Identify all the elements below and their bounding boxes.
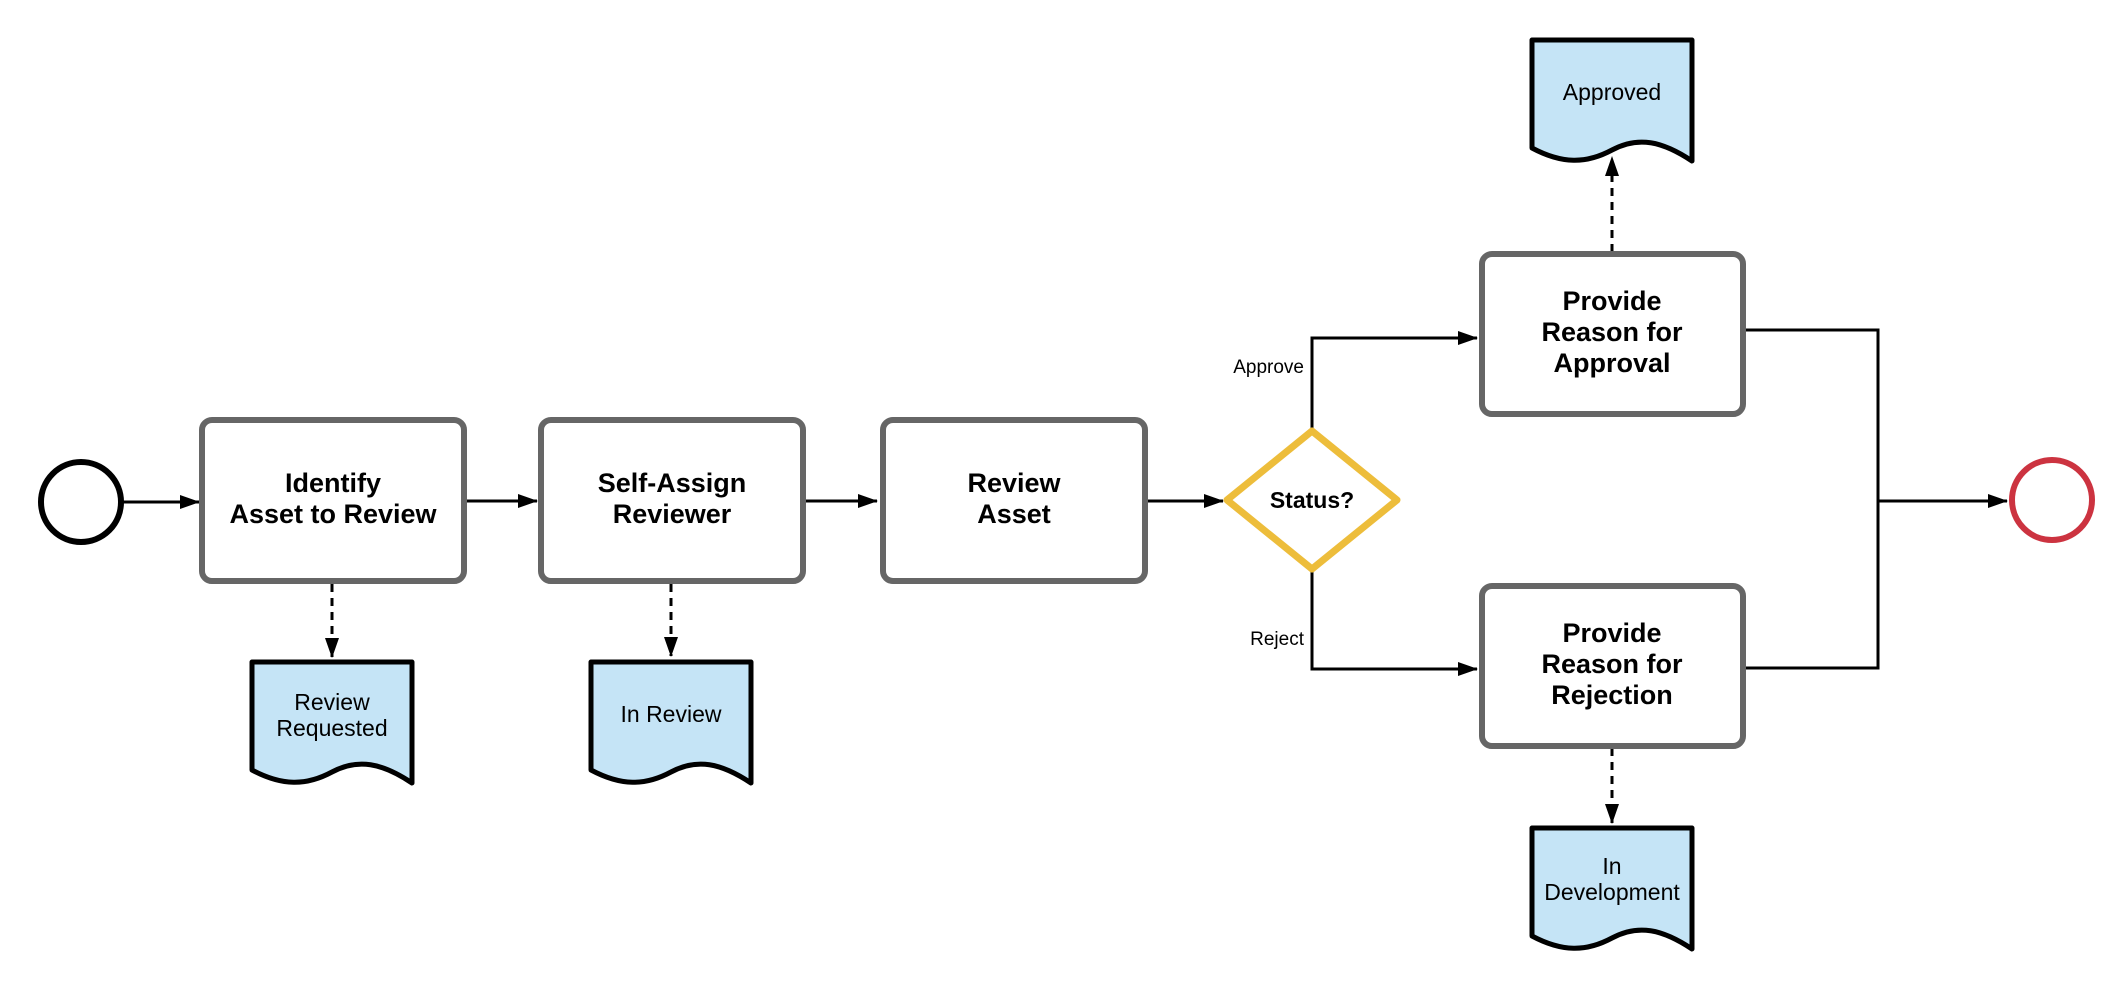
gateway-diamond <box>1223 427 1401 573</box>
document-review-requested: Review Requested <box>249 659 415 786</box>
document-label-line: Approved <box>1563 79 1661 105</box>
edge-label-reject: Reject <box>1250 629 1305 650</box>
task-label-line: Rejection <box>1551 680 1673 710</box>
document-label-line: Review <box>294 689 370 715</box>
task-label-line: Self-Assign <box>598 468 747 498</box>
gateway-status: Status? <box>1223 427 1401 573</box>
start-event <box>38 459 124 545</box>
task-label-line: Asset to Review <box>229 499 437 529</box>
task-label-line: Reason for <box>1541 649 1683 679</box>
document-label-line: Development <box>1544 879 1680 905</box>
sequence-flows <box>123 328 2008 676</box>
document-label-line: Requested <box>276 715 387 741</box>
task-label-line: Provide <box>1562 286 1661 316</box>
document-shape <box>1529 37 1695 164</box>
task-label-line: Identify <box>285 468 381 498</box>
document-shape <box>1529 825 1695 952</box>
document-shape <box>588 659 754 786</box>
task-label-line: Review <box>967 468 1061 498</box>
task-self-assign-reviewer: Self-Assign Reviewer <box>538 417 806 584</box>
end-event <box>2009 457 2095 543</box>
task-provide-reason-approval: Provide Reason for Approval <box>1479 251 1746 417</box>
data-associations <box>325 156 1619 824</box>
document-approved: Approved <box>1529 37 1695 164</box>
task-label-line: Reason for <box>1541 317 1683 347</box>
gateway-label: Status? <box>1270 487 1354 513</box>
task-box <box>1479 251 1746 417</box>
task-label-line: Reviewer <box>613 499 732 529</box>
flow-merge-lines <box>1743 328 1880 670</box>
task-provide-reason-rejection: Provide Reason for Rejection <box>1479 583 1746 749</box>
document-label-line: In Review <box>621 701 722 727</box>
task-review-asset: Review Asset <box>880 417 1148 584</box>
flow-gateway-approve <box>1310 331 1478 430</box>
flow-gateway-reject <box>1310 572 1478 676</box>
task-label-line: Approval <box>1553 348 1670 378</box>
task-label-line: Asset <box>977 499 1051 529</box>
edge-label-approve: Approve <box>1233 357 1304 378</box>
document-in-development: In Development <box>1529 825 1695 952</box>
task-box <box>199 417 467 584</box>
document-shape <box>249 659 415 786</box>
task-box <box>1479 583 1746 749</box>
task-label-line: Provide <box>1562 618 1661 648</box>
document-in-review: In Review <box>588 659 754 786</box>
task-identify-asset: Identify Asset to Review <box>199 417 467 584</box>
task-box <box>538 417 806 584</box>
task-box <box>880 417 1148 584</box>
document-label-line: In <box>1602 853 1621 879</box>
